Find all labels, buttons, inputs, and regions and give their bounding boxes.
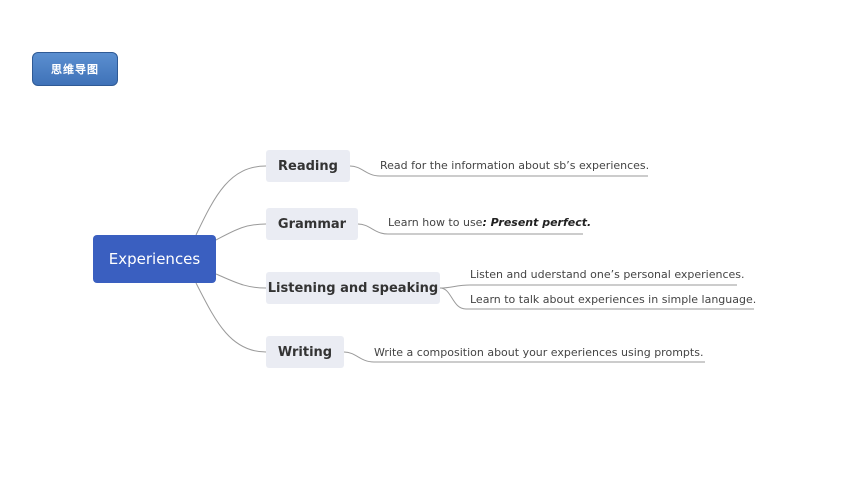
topic-listening-and-speaking[interactable]: Listening and speaking (266, 272, 440, 304)
subtopic-listening-0[interactable]: Listen and uderstand one’s personal expe… (470, 268, 745, 281)
connector-grammar-sub-0 (357, 223, 583, 235)
connector-reading-sub-0 (349, 165, 648, 177)
connector-writing-sub-0 (343, 351, 705, 363)
connector-root-listening (215, 273, 267, 289)
topic-reading[interactable]: Reading (266, 150, 350, 182)
subtopic-grammar[interactable]: Learn how to use: Present perfect. (388, 216, 591, 230)
topic-grammar[interactable]: Grammar (266, 208, 358, 240)
subtopic-reading[interactable]: Read for the information about sb’s expe… (380, 159, 650, 172)
subtopic-writing[interactable]: Write a composition about your experienc… (374, 346, 704, 359)
connector-listening-sub-0 (439, 284, 737, 289)
root-node[interactable]: Experiences (93, 235, 216, 283)
connector-root-writing (195, 282, 267, 353)
connector-listening-sub-1 (439, 287, 754, 310)
topic-writing[interactable]: Writing (266, 336, 344, 368)
mind-map-badge: 思维导图 (32, 52, 118, 86)
subtopic-grammar-text: Learn how to use (388, 216, 483, 229)
subtopic-grammar-emphasis: : Present perfect. (482, 216, 592, 229)
subtopic-listening-1[interactable]: Learn to talk about experiences in simpl… (470, 293, 757, 306)
connector-root-grammar (215, 223, 267, 241)
connector-root-reading (195, 165, 267, 236)
